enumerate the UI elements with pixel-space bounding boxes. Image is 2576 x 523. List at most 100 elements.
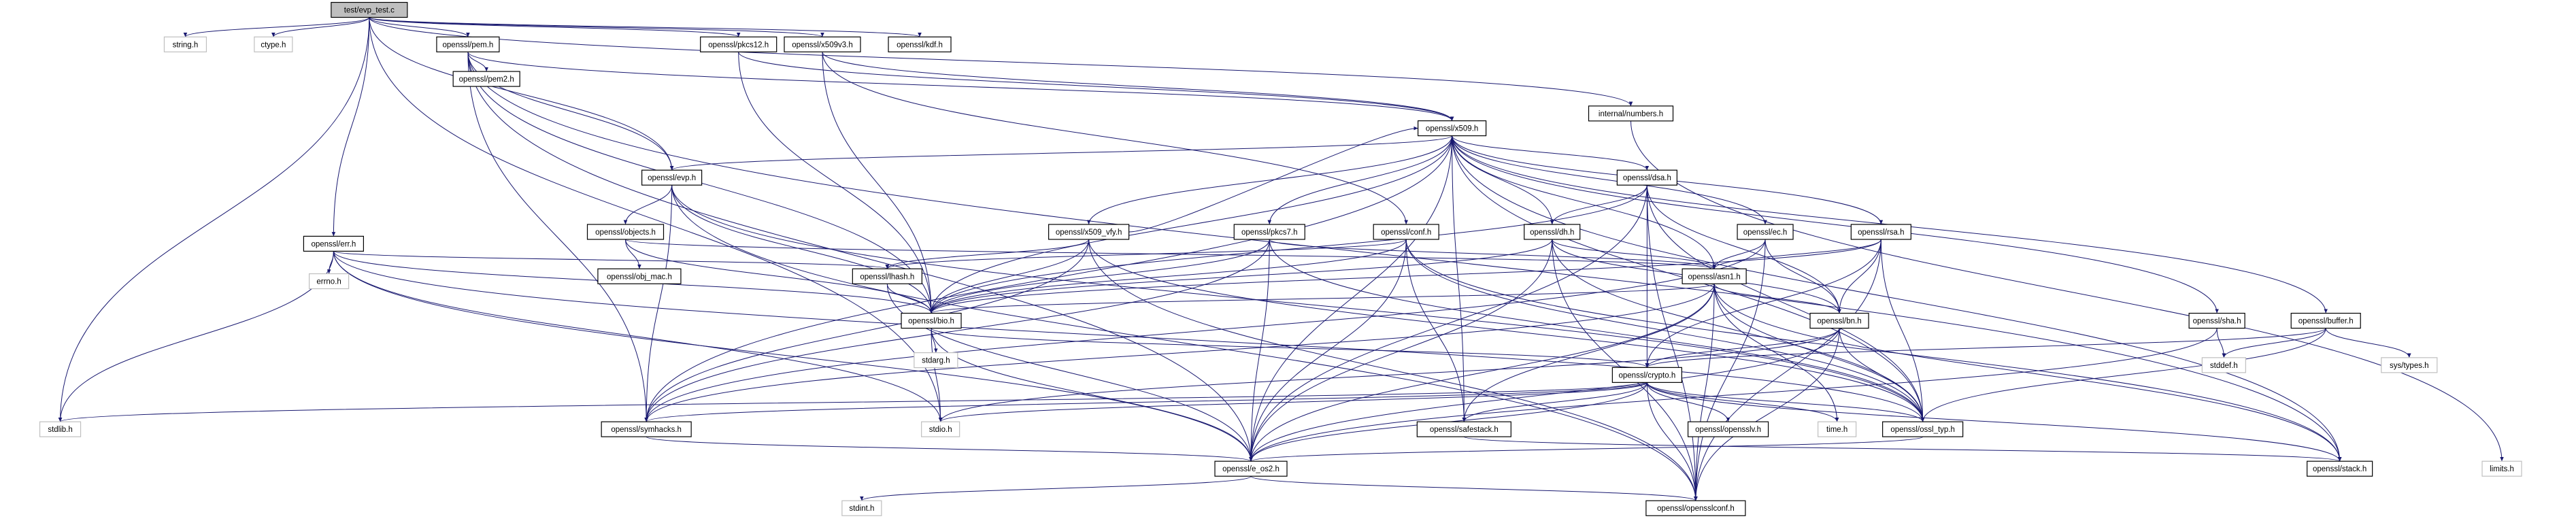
node-lhash-h[interactable]: openssl/lhash.h (852, 268, 922, 284)
node-x509-vfy-h[interactable]: openssl/x509_vfy.h (1048, 224, 1130, 240)
edge-lhash_h-to-bio_h (886, 284, 933, 314)
node-asn1-h[interactable]: openssl/asn1.h (1682, 268, 1747, 284)
node-rsa-h[interactable]: openssl/rsa.h (1850, 224, 1911, 240)
node-bn-h[interactable]: openssl/bn.h (1809, 312, 1869, 329)
node-label: openssl/stack.h (2313, 465, 2366, 473)
node-pem-h[interactable]: openssl/pem.h (436, 36, 500, 52)
node-pkcs7-h[interactable]: openssl/pkcs7.h (1233, 224, 1305, 240)
node-safestack-h[interactable]: openssl/safestack.h (1416, 421, 1511, 437)
node-label: openssl/ossl_typ.h (1890, 426, 1955, 434)
node-stack-h[interactable]: openssl/stack.h (2307, 460, 2373, 477)
edge-conf_h-to-stack_h (1405, 239, 2342, 462)
edge-pkcs7_h-to-asn1_h (1269, 239, 1716, 269)
node-label: openssl/bio.h (908, 318, 954, 326)
node-box (1524, 224, 1581, 240)
node-ec-h[interactable]: openssl/ec.h (1737, 224, 1794, 240)
node-label: openssl/pem.h (443, 41, 494, 49)
edge-crypto_h-to-opensslv_h (1646, 382, 1730, 422)
edge-asn1_h-to-stack_h (1713, 284, 2342, 462)
node-box (2290, 312, 2361, 329)
edge-root-to-numbers_h (369, 17, 1633, 106)
node-objects-h[interactable]: openssl/objects.h (586, 224, 665, 240)
edge-root-to-err_h (331, 17, 370, 237)
node-x509-h[interactable]: openssl/x509.h (1418, 120, 1487, 137)
edge-rsa_h-to-opensslconf_h (1694, 239, 1881, 501)
edge-root-to-kdf_h (369, 17, 922, 37)
edge-x509_vfy_h-to-ossl_typ_h (1088, 239, 1925, 422)
edge-dsa_h-to-bn_h (1646, 185, 1841, 314)
node-dsa-h[interactable]: openssl/dsa.h (1616, 169, 1677, 186)
node-box (1737, 224, 1794, 240)
edge-pkcs12_h-to-x509_h (738, 52, 1454, 121)
node-opensslconf-h[interactable]: openssl/opensslconf.h (1645, 500, 1746, 516)
edge-root-to-string_h (183, 17, 370, 37)
edge-dh_h-to-asn1_h (1552, 239, 1716, 269)
node-dh-h[interactable]: openssl/dh.h (1524, 224, 1581, 240)
node-label: openssl/opensslconf.h (1657, 505, 1735, 513)
node-obj-mac-h[interactable]: openssl/obj_mac.h (597, 268, 682, 284)
node-label: openssl/symhacks.h (611, 426, 682, 434)
node-buffer-h[interactable]: openssl/buffer.h (2290, 312, 2361, 329)
edge-pem_h-to-x509_h (467, 52, 1454, 121)
node-box (921, 421, 960, 437)
node-label: test/evp_test.c (344, 7, 395, 15)
node-string-h: string.h (163, 36, 207, 52)
edge-ec_h-to-bn_h (1764, 239, 1841, 314)
edge-crypto_h-to-safestack_h (1462, 382, 1647, 422)
node-label: stdarg.h (922, 357, 950, 365)
edge-ec_h-to-opensslconf_h (1694, 239, 1766, 501)
node-crypto-h[interactable]: openssl/crypto.h (1611, 367, 1682, 383)
node-box (597, 268, 682, 284)
edge-conf_h-to-safestack_h (1405, 239, 1467, 422)
edge-bn_h-to-ossl_typ_h (1839, 328, 1925, 422)
edge-bio_h-to-e_os2_h (931, 328, 1253, 462)
node-symhacks-h[interactable]: openssl/symhacks.h (601, 421, 692, 437)
node-x509v3-h[interactable]: openssl/x509v3.h (784, 36, 861, 52)
edge-err_h-to-lhash_h (333, 250, 889, 269)
node-label: ctype.h (261, 41, 286, 49)
edge-asn1_h-to-time_h (1713, 284, 1839, 422)
node-box (1588, 105, 1674, 122)
edge-crypto_h-to-ossl_typ_h (1646, 382, 1925, 422)
node-stdint-h: stdint.h (841, 500, 882, 516)
node-bio-h[interactable]: openssl/bio.h (901, 312, 962, 329)
node-evp-h[interactable]: openssl/evp.h (641, 169, 703, 186)
node-layer: test/evp_test.c string.h ctype.h openssl/pe… (39, 1, 2522, 516)
node-label: limits.h (2490, 465, 2514, 473)
edge-x509_vfy_h-to-bio_h (929, 239, 1090, 314)
node-box (303, 235, 365, 252)
node-stdarg-h: stdarg.h (914, 352, 958, 369)
node-pkcs12-h[interactable]: openssl/pkcs12.h (700, 36, 777, 52)
node-label: openssl/err.h (311, 240, 356, 248)
node-stdlib-h: stdlib.h (39, 421, 82, 437)
edge-x509_vfy_h-to-x509_h (1128, 126, 1418, 233)
node-sha-h[interactable]: openssl/sha.h (2188, 312, 2245, 329)
node-ossl-typ-h[interactable]: openssl/ossl_typ.h (1882, 421, 1964, 437)
edge-conf_h-to-ossl_typ_h (1405, 239, 1925, 422)
edge-err_h-to-e_os2_h (333, 251, 1253, 462)
node-box (914, 352, 958, 369)
node-e-os2-h[interactable]: openssl/e_os2.h (1214, 460, 1288, 477)
edge-numbers_h-to-limits_h (1630, 120, 2504, 462)
edge-root-to-evp_h (369, 17, 674, 171)
node-opensslv-h[interactable]: openssl/opensslv.h (1687, 421, 1769, 437)
node-numbers-h[interactable]: internal/numbers.h (1588, 105, 1674, 122)
node-box (1645, 500, 1746, 516)
node-err-h[interactable]: openssl/err.h (303, 235, 365, 252)
node-pem2-h[interactable]: openssl/pem2.h (452, 71, 520, 87)
edge-bio_h-to-stdarg_h (931, 328, 938, 353)
node-conf-h[interactable]: openssl/conf.h (1373, 224, 1439, 240)
node-label: openssl/dsa.h (1623, 174, 1671, 182)
node-box (1373, 224, 1439, 240)
node-kdf-h[interactable]: openssl/kdf.h (888, 36, 952, 52)
node-box (901, 312, 962, 329)
edge-evp_h-to-opensslconf_h (671, 185, 1698, 501)
edge-bn_h-to-stdio_h (938, 328, 1840, 422)
node-stddef-h: stddef.h (2201, 357, 2246, 373)
edge-crypto_h-to-stack_h (1646, 382, 2342, 462)
edge-sha_h-to-stddef_h (2216, 328, 2226, 358)
node-box (852, 268, 922, 284)
edge-err_h-to-stdio_h (333, 251, 943, 422)
edge-x509_h-to-evp_h (670, 135, 1453, 171)
node-box (1687, 421, 1769, 437)
